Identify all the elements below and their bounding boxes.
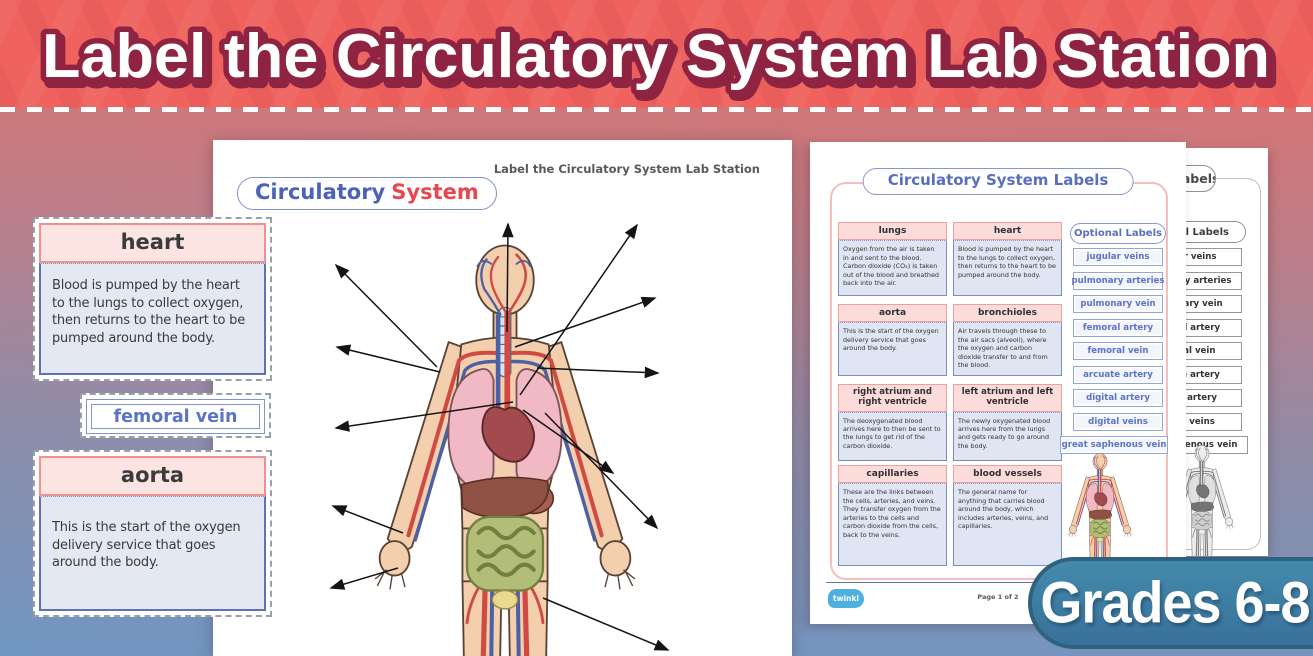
twinkl-logo: twinkl: [828, 589, 864, 608]
optional-label-femoral-vein: femoral vein: [1073, 342, 1163, 360]
label-card-title: lungs: [838, 222, 947, 241]
heart-card-description: Blood is pumped by the heart to the lung…: [39, 263, 266, 375]
label-card-heart: heart Blood is pumped by the heart to th…: [953, 222, 1062, 296]
worksheet-title-word1: Circulatory: [255, 180, 386, 204]
banner-title: Label the Circulatory System Lab Station: [42, 22, 1270, 91]
label-card-title: blood vessels: [953, 465, 1062, 484]
label-card-description: These are the links between the cells, a…: [838, 483, 947, 566]
label-card-description: Air travels through these to the air sac…: [953, 322, 1062, 376]
optional-label-digital-veins: digital veins: [1073, 413, 1163, 431]
grade-badge: Grades 6-8: [1028, 557, 1313, 649]
label-card-lungs: lungs Oxygen from the air is taken in an…: [838, 222, 947, 296]
mini-anatomy-illustration: [1067, 452, 1133, 570]
page-indicator: Page 1 of 2: [977, 593, 1019, 601]
title-banner: Label the Circulatory System Lab Station…: [0, 0, 1313, 108]
label-card-description: Oxygen from the air is taken in and sent…: [838, 240, 947, 296]
worksheet-header: Label the Circulatory System Lab Station: [493, 162, 760, 176]
aorta-label-card: aorta This is the start of the oxygen de…: [33, 450, 272, 617]
label-card-blood-vessels: blood vessels The general name for anyth…: [953, 465, 1062, 566]
labels-page-title: Circulatory System Labels: [862, 168, 1134, 195]
optional-label-pulmonary-vein: pulmonary vein: [1073, 295, 1163, 313]
dashed-separator: [0, 107, 1313, 112]
label-card-left-atrium: left atrium and left ventricle The newly…: [953, 384, 1062, 461]
label-card-title: right atrium and right ventricle: [838, 384, 947, 412]
label-card-right-atrium: right atrium and right ventricle The deo…: [838, 384, 947, 461]
femoral-vein-label: femoral vein: [86, 399, 265, 434]
label-arrows: [329, 222, 670, 651]
optional-label-pulmonary-arteries: pulmonary arteries: [1072, 272, 1164, 290]
banner-title-art: Label the Circulatory System Lab Station…: [37, 17, 1281, 103]
worksheet-title-word2: System: [391, 180, 479, 204]
label-card-bronchioles: bronchioles Air travels through these to…: [953, 304, 1062, 376]
heart-label-card: heart Blood is pumped by the heart to th…: [33, 217, 272, 381]
grade-badge-label: Grades 6-8: [1040, 570, 1310, 636]
optional-label-great-saphenous-vein: great saphenous vein: [1060, 436, 1168, 454]
label-card-description: The deoxygenated blood arrives here to t…: [838, 411, 947, 461]
optional-labels-title: Optional Labels: [1070, 223, 1166, 244]
aorta-card-title: aorta: [39, 456, 266, 496]
diagram-worksheet-page: Label the Circulatory System Lab Station…: [213, 140, 792, 656]
label-card-description: Blood is pumped by the heart to the lung…: [953, 240, 1062, 296]
optional-label-jugular-veins: jugular veins: [1073, 248, 1163, 266]
optional-label-digital-artery: digital artery: [1073, 389, 1163, 407]
footer-divider: [826, 582, 1170, 583]
heart-card-title: heart: [39, 223, 266, 263]
human-anatomy-illustration: [375, 246, 635, 656]
label-card-title: left atrium and left ventricle: [953, 384, 1062, 412]
label-card-title: heart: [953, 222, 1062, 241]
label-card-title: bronchioles: [953, 304, 1062, 323]
optional-label-arcuate-artery: arcuate artery: [1073, 366, 1163, 384]
label-card-description: The general name for anything that carri…: [953, 483, 1062, 566]
label-card-description: The newly oxygenated blood arrives here …: [953, 411, 1062, 461]
label-card-capillaries: capillaries These are the links between …: [838, 465, 947, 566]
label-card-description: This is the start of the oxygen delivery…: [838, 322, 947, 376]
anatomy-diagram: [329, 222, 670, 656]
labels-worksheet-page: Circulatory System Labels lungs Oxygen f…: [810, 142, 1186, 624]
optional-label-femoral-artery: femoral artery: [1073, 319, 1163, 337]
aorta-card-description: This is the start of the oxygen delivery…: [39, 496, 266, 611]
femoral-vein-label-card: femoral vein: [80, 393, 271, 438]
label-card-aorta: aorta This is the start of the oxygen de…: [838, 304, 947, 376]
label-card-title: capillaries: [838, 465, 947, 484]
label-card-title: aorta: [838, 304, 947, 323]
banner-title-shadow: Label the Circulatory System Lab Station: [46, 27, 1274, 96]
